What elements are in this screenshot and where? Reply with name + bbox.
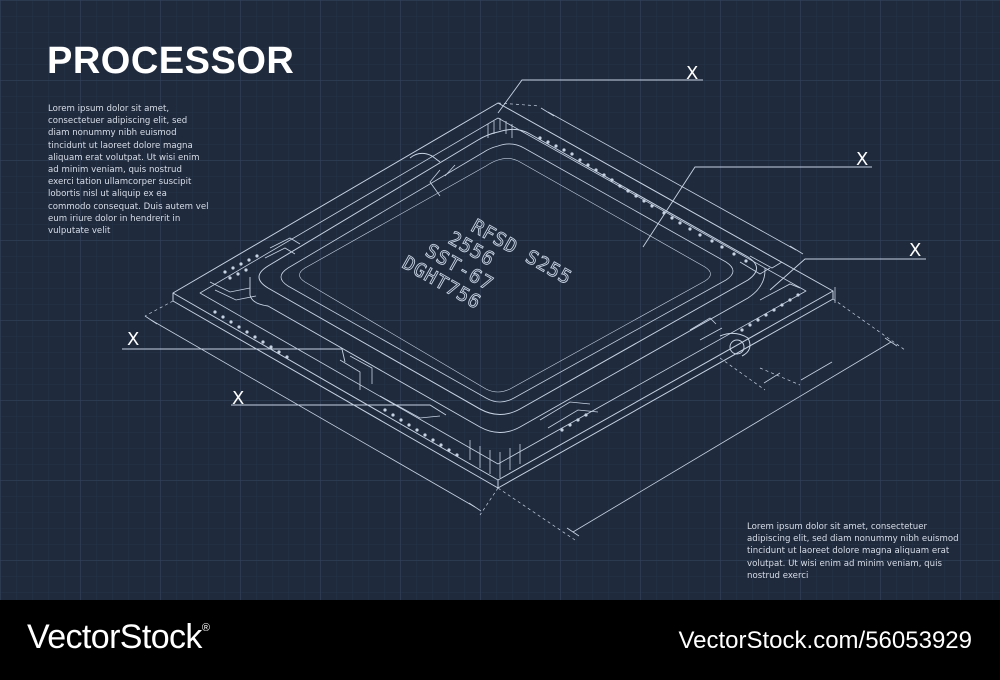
heat-spreader-top xyxy=(258,128,757,415)
dimension-line-bottom-right xyxy=(572,341,892,533)
callout-leader-5 xyxy=(231,404,447,416)
pad-array-bottom xyxy=(213,310,459,457)
substrate-side-left xyxy=(172,293,499,489)
pad-array-right xyxy=(560,293,800,432)
poster-title: PROCESSOR xyxy=(47,40,295,82)
dimension-label-x-5: X xyxy=(232,388,244,409)
brand-logo: VectorStock® xyxy=(27,618,210,657)
dimension-label-x-4: X xyxy=(127,329,139,350)
substrate-top xyxy=(172,102,834,481)
pad-array-left xyxy=(223,254,259,280)
blueprint-grid xyxy=(0,0,1000,600)
brand-name: VectorStock xyxy=(27,618,202,656)
substrate-side-right xyxy=(497,291,834,489)
registered-mark: ® xyxy=(201,622,210,634)
dimension-label-x-1: X xyxy=(686,63,698,84)
blueprint-canvas: RFSD S255 2556 SST-67 DGHT756 xyxy=(0,0,1000,600)
description-left: Lorem ipsum dolor sit amet, consectetuer… xyxy=(48,104,209,237)
dimension-line-bottom-left xyxy=(150,319,476,508)
dimension-line-top-right xyxy=(547,111,797,251)
pad-array-top xyxy=(538,136,748,263)
chip-engraving: RFSD S255 2556 SST-67 DGHT756 xyxy=(398,215,576,315)
callout-leader-2 xyxy=(642,166,872,248)
watermark-footer: VectorStock® VectorStock.com/56053929 xyxy=(0,600,1000,680)
callout-leader-3 xyxy=(769,258,926,291)
processor-drawing: RFSD S255 2556 SST-67 DGHT756 xyxy=(122,63,926,541)
callout-leader-4 xyxy=(122,348,346,363)
dimension-label-x-3: X xyxy=(909,240,921,261)
callout-leader-1 xyxy=(497,79,703,114)
dimension-label-x-2: X xyxy=(856,149,868,170)
description-right: Lorem ipsum dolor sit amet, consectetuer… xyxy=(747,522,959,581)
image-id: VectorStock.com/56053929 xyxy=(678,627,972,654)
